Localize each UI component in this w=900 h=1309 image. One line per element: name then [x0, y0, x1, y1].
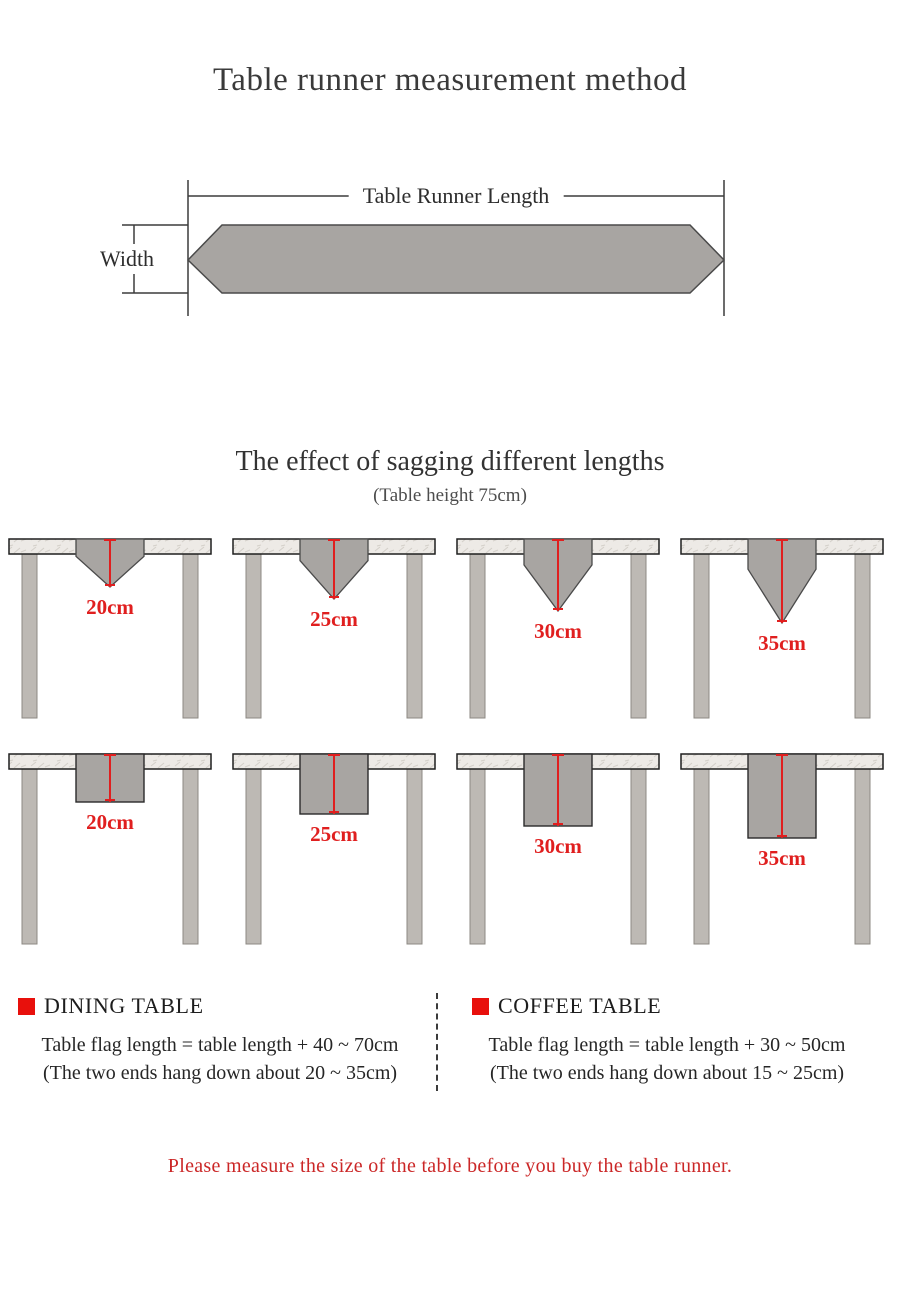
- red-square-bullet: [472, 997, 489, 1015]
- table-runner-shape: [186, 224, 726, 294]
- table-drawing: 30cm: [456, 753, 660, 945]
- table-drawing: 30cm: [456, 538, 660, 719]
- guide-dining-table: DINING TABLE Table flag length = table l…: [6, 993, 434, 1087]
- length-label: Table Runner Length: [348, 183, 564, 209]
- table-leg-right: [182, 767, 199, 945]
- sagging-section-subtitle: (Table height 75cm): [373, 485, 527, 506]
- size-guides: DINING TABLE Table flag length = table l…: [0, 993, 900, 1091]
- table-drawing: 35cm: [680, 753, 884, 945]
- table-leg-left: [245, 552, 262, 719]
- sagging-row-straight: 20cm 25cm: [0, 748, 900, 965]
- sag-depth-label: 20cm: [86, 595, 134, 619]
- table-drawing: 25cm: [232, 538, 436, 719]
- guide-note: (The two ends hang down about 15 ~ 25cm): [489, 1062, 845, 1084]
- dashed-divider: [436, 993, 438, 1091]
- table-leg-right: [630, 767, 647, 945]
- page-title: Table runner measurement method: [212, 62, 688, 98]
- table-leg-left: [21, 552, 38, 719]
- sag-figure-straight-20: 20cm: [5, 748, 223, 965]
- runner-measurement-diagram: Table Runner Length Width: [0, 172, 900, 322]
- table-leg-right: [182, 552, 199, 719]
- guide-formula: Table flag length = table length + 40 ~ …: [41, 1034, 399, 1056]
- table-leg-right: [854, 552, 871, 719]
- guide-heading: DINING TABLE: [44, 993, 204, 1018]
- table-drawing: 20cm: [8, 753, 212, 945]
- sag-depth-label: 20cm: [86, 810, 134, 834]
- sag-depth-label: 30cm: [534, 619, 582, 643]
- sag-depth-label: 35cm: [758, 631, 806, 655]
- table-leg-right: [406, 552, 423, 719]
- red-square-bullet: [18, 997, 35, 1015]
- sag-figure-straight-25: 25cm: [229, 748, 447, 965]
- sag-depth-label: 30cm: [534, 834, 582, 858]
- guide-note: (The two ends hang down about 20 ~ 35cm): [42, 1062, 398, 1084]
- table-leg-right: [406, 767, 423, 945]
- sag-depth-label: 25cm: [310, 822, 358, 846]
- table-leg-right: [630, 552, 647, 719]
- guide-heading: COFFEE TABLE: [498, 993, 662, 1018]
- table-leg-left: [693, 767, 710, 945]
- table-leg-left: [21, 767, 38, 945]
- sag-figure-straight-35: 35cm: [677, 748, 895, 965]
- sag-figure-straight-30: 30cm: [453, 748, 671, 965]
- width-label: Width: [94, 244, 160, 274]
- table-leg-left: [245, 767, 262, 945]
- sag-depth-label: 25cm: [310, 607, 358, 631]
- table-leg-left: [693, 552, 710, 719]
- table-drawing: 35cm: [680, 538, 884, 719]
- table-drawing: 20cm: [8, 538, 212, 719]
- table-leg-left: [469, 552, 486, 719]
- guide-heading-row: DINING TABLE: [6, 993, 434, 1019]
- sag-figure-pointed-30: 30cm: [453, 533, 671, 734]
- guide-coffee-table: COFFEE TABLE Table flag length = table l…: [440, 993, 894, 1087]
- table-leg-left: [469, 767, 486, 945]
- sag-figure-pointed-25: 25cm: [229, 533, 447, 734]
- sagging-row-pointed: 20cm 25cm: [0, 533, 900, 734]
- sagging-section-title: The effect of sagging different lengths: [235, 446, 665, 477]
- table-leg-right: [854, 767, 871, 945]
- table-drawing: 25cm: [232, 753, 436, 945]
- sag-depth-label: 35cm: [758, 846, 806, 870]
- sag-figure-pointed-35: 35cm: [677, 533, 895, 734]
- measure-reminder-note: Please measure the size of the table bef…: [167, 1155, 733, 1177]
- sag-figure-pointed-20: 20cm: [5, 533, 223, 734]
- guide-heading-row: COFFEE TABLE: [440, 993, 894, 1019]
- guide-formula: Table flag length = table length + 30 ~ …: [488, 1034, 846, 1056]
